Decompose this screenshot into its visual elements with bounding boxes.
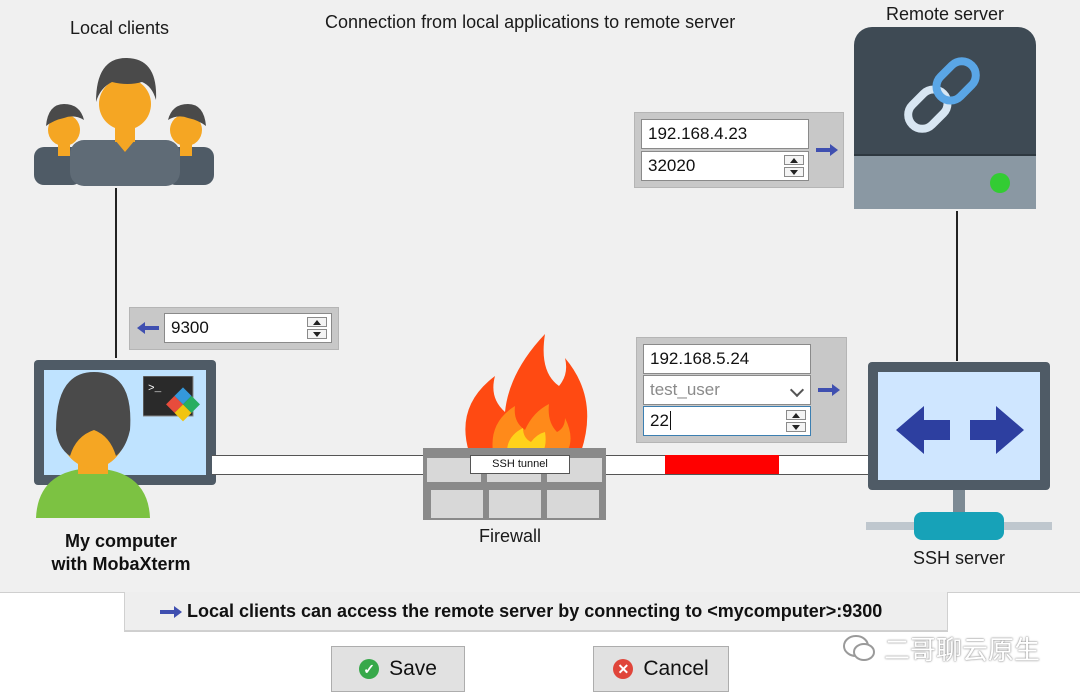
remote-target-panel: 32020: [634, 112, 844, 188]
diagram-title: Connection from local applications to re…: [325, 12, 736, 32]
connector-clients-computer: [115, 188, 117, 358]
spin-up-icon[interactable]: [786, 410, 806, 420]
ssh-host-input[interactable]: [643, 344, 811, 374]
check-icon: ✓: [359, 659, 380, 679]
spin-up-icon[interactable]: [307, 317, 327, 327]
my-computer-label-line2: with MobaXterm: [51, 554, 191, 574]
ssh-server-label: SSH server: [913, 548, 1006, 568]
ssh-tunnel-label: SSH tunnel: [470, 455, 570, 474]
my-computer-label-line1: My computer: [64, 531, 178, 551]
arrow-left-icon: [137, 322, 159, 334]
remote-port-value: 32020: [648, 156, 696, 175]
tunnel-segment-red: [665, 455, 779, 474]
status-bar: Local clients can access the remote serv…: [124, 592, 948, 631]
server-link-icon: [854, 27, 1036, 209]
local-port-value: 9300: [171, 318, 209, 337]
save-button-label: Save: [389, 657, 437, 680]
arrow-right-icon: [816, 144, 838, 156]
remote-server-label: Remote server: [886, 4, 1005, 24]
local-clients-label: Local clients: [70, 18, 170, 38]
ssh-port-stepper[interactable]: 22: [643, 406, 811, 436]
chevron-down-icon: [789, 382, 805, 398]
my-computer-label: My computer with MobaXterm: [40, 530, 202, 576]
mobaxterm-icon: >_: [143, 376, 200, 422]
wechat-icon: [843, 634, 875, 661]
connector-server-ssh: [956, 211, 958, 361]
save-button[interactable]: ✓ Save: [331, 646, 465, 692]
ssh-user-value: test_user: [650, 380, 720, 399]
arrow-right-icon: [160, 606, 182, 618]
svg-text:>_: >_: [148, 383, 162, 395]
users-icon: [34, 58, 214, 186]
cancel-button[interactable]: ✕ Cancel: [593, 646, 729, 692]
remote-port-stepper[interactable]: 32020: [641, 151, 809, 181]
remote-host-input[interactable]: [641, 119, 809, 149]
local-port-spin[interactable]: [307, 317, 327, 339]
status-text: Local clients can access the remote serv…: [187, 601, 883, 621]
ssh-user-select[interactable]: test_user: [643, 375, 811, 405]
firewall-label: Firewall: [479, 526, 542, 546]
spin-up-icon[interactable]: [784, 155, 804, 165]
ssh-server-panel: test_user 22: [636, 337, 847, 443]
cancel-button-label: Cancel: [643, 657, 709, 680]
local-port-panel: 9300: [129, 307, 339, 350]
spin-down-icon[interactable]: [784, 167, 804, 177]
spin-down-icon[interactable]: [786, 422, 806, 432]
watermark-text: 二哥聊云原生: [884, 635, 1041, 665]
ssh-port-spin[interactable]: [786, 410, 806, 432]
remote-port-spin[interactable]: [784, 155, 804, 177]
watermark: 二哥聊云原生: [842, 630, 1040, 667]
spin-down-icon[interactable]: [307, 329, 327, 339]
ssh-server-icon: [866, 362, 1052, 540]
arrow-right-icon: [818, 384, 840, 396]
ssh-port-value: 22: [650, 411, 669, 430]
firewall-icon: [423, 334, 606, 520]
diagram-area: Connection from local applications to re…: [0, 0, 1080, 593]
close-icon: ✕: [613, 659, 634, 679]
local-port-stepper[interactable]: 9300: [164, 313, 332, 343]
